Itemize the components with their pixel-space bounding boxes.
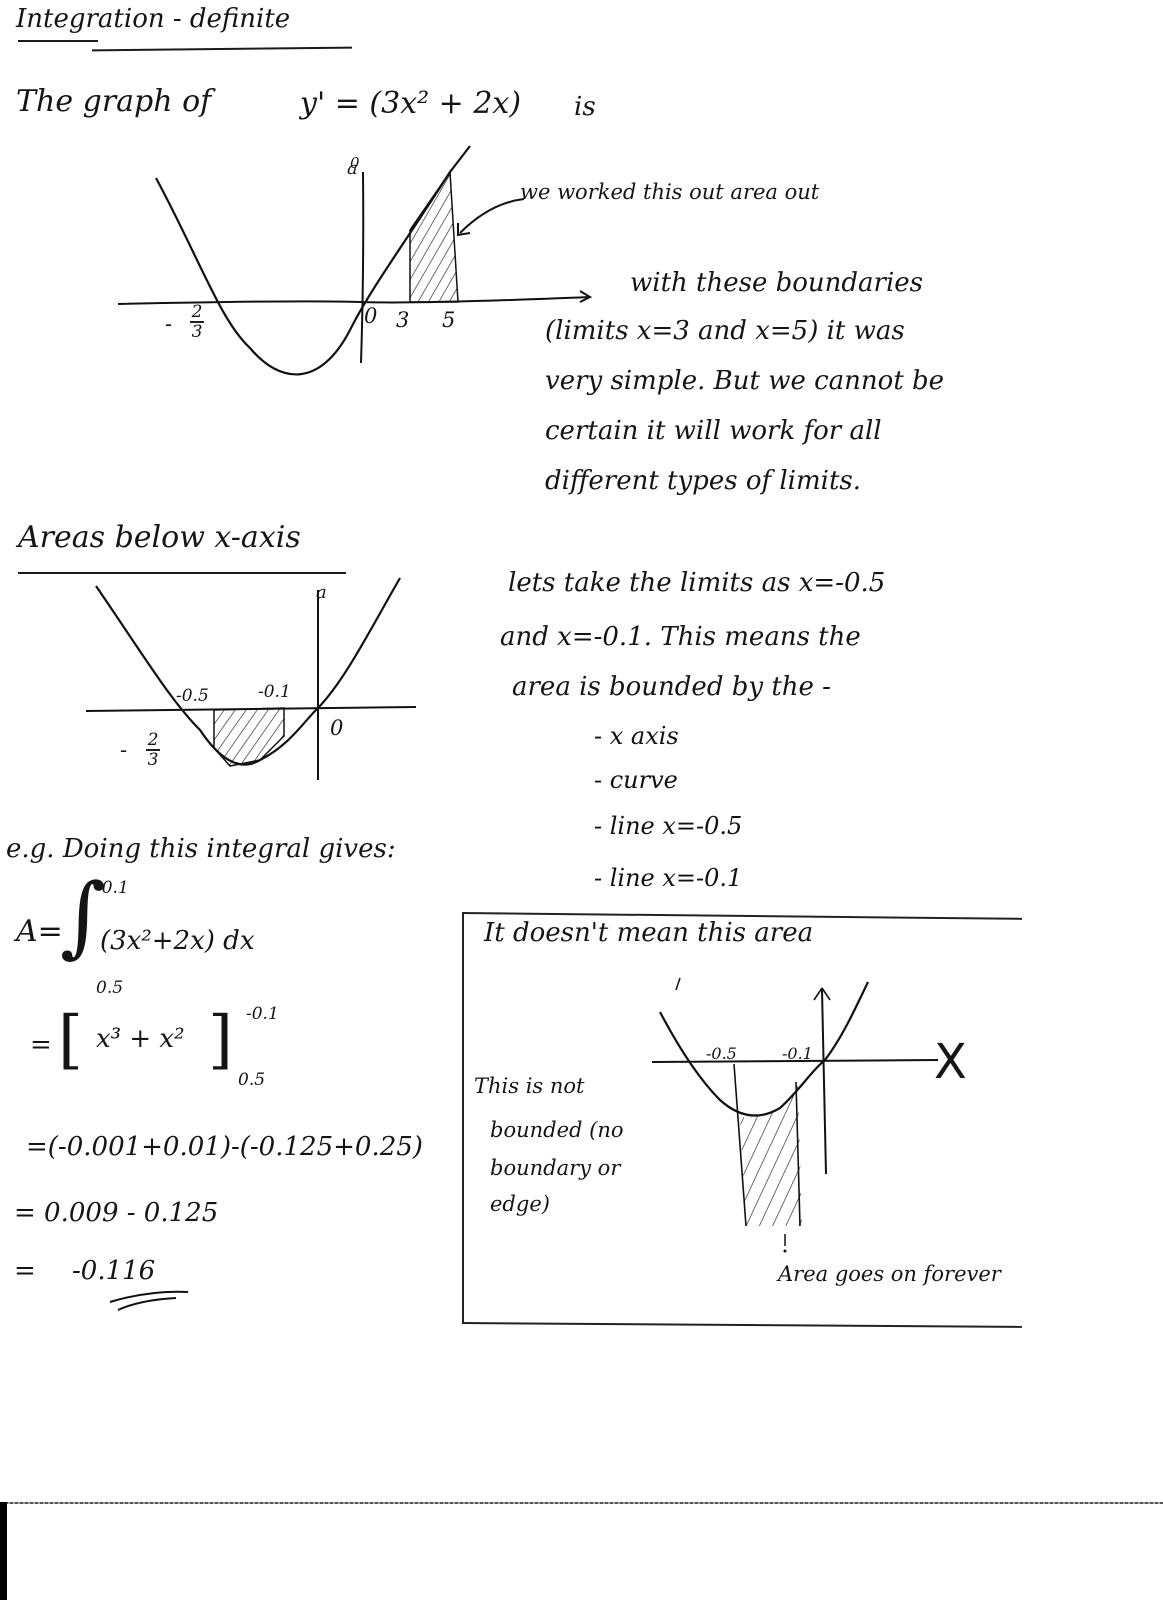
bound-item-line-b: - line x=-0.1 (594, 864, 743, 892)
result-double-underline-icon (109, 1290, 189, 1311)
graph1-axis-label: 0 (350, 154, 360, 172)
step2-equals: = (30, 1030, 52, 1060)
graph-unbounded-area (651, 977, 939, 1227)
side-note-line-2: bounded (no (490, 1118, 624, 1142)
boxed-limit-b: -0.1 (782, 1044, 813, 1063)
working-intro: e.g. Doing this integral gives: (6, 834, 396, 864)
integral-lhs: A= (16, 914, 63, 949)
graph1-origin-label: 0 (364, 304, 378, 328)
box-bottom-rule (461, 1322, 1022, 1328)
section2-underline (18, 572, 346, 574)
left-bracket-icon: [ (58, 1003, 83, 1077)
graph2-limit-b: -0.1 (258, 682, 291, 702)
graph2-root-sign: - (120, 738, 128, 762)
graph1-lower-limit: 3 (396, 308, 410, 332)
graph2-root-den: 3 (147, 750, 159, 770)
page-heading: Integration - definite (16, 4, 291, 34)
graph1-annotation: we worked this out area out (520, 180, 820, 204)
step2-expression: x³ + x² (96, 1024, 185, 1054)
boxed-note (462, 912, 1024, 1322)
scan-edge-bar (0, 1502, 7, 1600)
heading-underline (18, 40, 98, 42)
integral-upper-limit: -0.1 (96, 878, 129, 898)
intro-equation: y' = (3x² + 2x) (300, 86, 522, 121)
right-bracket-icon: ] (208, 1003, 233, 1077)
paragraph2-line-1: lets take the limits as x=-0.5 (508, 568, 886, 598)
exclamation-mark-icon (783, 1234, 787, 1253)
side-note-line-1: This is not (474, 1074, 585, 1098)
graph-derivative-curve (117, 145, 593, 376)
graph1-root-num: 2 (191, 302, 203, 322)
boxed-heading: It doesn't mean this area (484, 918, 814, 948)
integrand: (3x²+2x) dx (100, 926, 255, 956)
scan-edge-line (0, 1502, 1163, 1504)
graph2-y-axis-label: a (316, 582, 327, 603)
bound-item-x-axis: - x axis (594, 722, 679, 750)
graph2-root-num: 2 (147, 730, 159, 750)
graph2-limit-a: -0.5 (176, 686, 209, 706)
result-equals: = (14, 1256, 36, 1286)
paragraph1-line-2: (limits x=3 and x=5) it was (545, 316, 905, 346)
step3: =(-0.001+0.01)-(-0.125+0.25) (26, 1132, 423, 1162)
step2-upper-limit: -0.1 (246, 1004, 279, 1024)
step2-lower-limit: 0.5 (238, 1070, 266, 1090)
graph2-origin: 0 (330, 716, 344, 740)
paragraph1-line-5: different types of limits. (545, 466, 862, 496)
intro-suffix: is (574, 92, 596, 122)
intro-text: The graph of (16, 84, 212, 119)
integral-lower-limit: 0.5 (96, 978, 124, 998)
heading-underline-2 (91, 46, 353, 52)
paragraph2-line-2: and x=-0.1. This means the (500, 622, 861, 652)
bound-item-line-a: - line x=-0.5 (594, 812, 743, 840)
fraction-bar (190, 321, 204, 323)
section2-heading: Areas below x-axis (18, 520, 301, 555)
boxed-limit-a: -0.5 (706, 1044, 737, 1063)
graph1-y-axis-label: a (347, 158, 358, 179)
side-note-line-3: boundary or (490, 1156, 621, 1180)
integral-sign-icon: ∫ (60, 864, 106, 967)
step4: = 0.009 - 0.125 (14, 1198, 219, 1228)
graph1-root-den: 3 (191, 322, 203, 342)
graph1-upper-limit: 5 (442, 308, 456, 332)
bound-item-curve: - curve (594, 766, 678, 794)
graph1-root-sign: - (165, 312, 173, 336)
paragraph1-line-3: very simple. But we cannot be (545, 366, 945, 396)
graph-area-below-axis (85, 577, 417, 780)
result-value: -0.116 (72, 1256, 156, 1286)
boxed-footer: Area goes on forever (778, 1262, 1001, 1286)
annotation-arrow-icon (457, 198, 525, 237)
paragraph1-line-4: certain it will work for all (545, 416, 882, 446)
side-note-line-4: edge) (490, 1192, 550, 1216)
paragraph2-line-3: area is bounded by the - (512, 672, 831, 702)
fraction-bar (146, 749, 160, 751)
cross-mark-icon: X (934, 1034, 967, 1090)
graph2-root-fraction: 2 3 (146, 730, 160, 770)
graph1-root-fraction: 2 3 (190, 302, 204, 342)
paragraph1-line-1: with these boundaries (630, 268, 924, 298)
